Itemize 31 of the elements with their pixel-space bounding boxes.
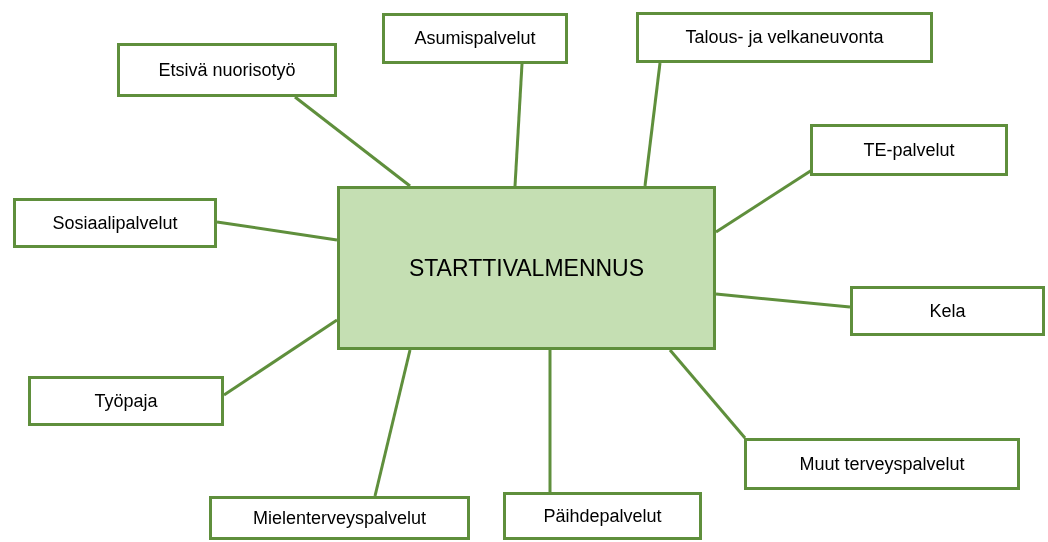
box-label: TE-palvelut	[863, 138, 955, 162]
box-label: Kela	[929, 299, 966, 323]
box-label: Etsivä nuorisotyö	[158, 58, 296, 82]
connector-line	[715, 292, 851, 309]
connector-line	[216, 220, 338, 242]
service-box	[117, 43, 337, 97]
service-box	[636, 12, 933, 63]
connector-line	[223, 318, 338, 397]
box-label: Asumispalvelut	[414, 27, 536, 50]
connector-line	[373, 349, 412, 497]
connector-line	[513, 63, 524, 187]
box-label: STARTTIVALMENNUS	[408, 253, 645, 283]
service-box	[13, 198, 217, 248]
connector-line	[668, 349, 747, 439]
central-box	[337, 186, 716, 350]
service-box	[850, 286, 1045, 336]
connector-line	[294, 95, 411, 188]
box-label: Muut terveyspalvelut	[799, 452, 965, 476]
service-box	[28, 376, 224, 426]
service-box	[744, 438, 1020, 490]
service-box	[382, 13, 568, 64]
connector-line	[548, 350, 552, 492]
box-label: Mielenterveyspalvelut	[252, 506, 427, 530]
service-box	[503, 492, 702, 540]
box-label: Talous- ja velkaneuvonta	[685, 26, 884, 49]
service-box	[810, 124, 1008, 176]
box-label: Työpaja	[94, 389, 158, 413]
box-label: Sosiaalipalvelut	[52, 211, 178, 235]
connector-line	[643, 62, 662, 187]
service-box	[209, 496, 470, 540]
box-label: Päihdepalvelut	[543, 504, 662, 528]
